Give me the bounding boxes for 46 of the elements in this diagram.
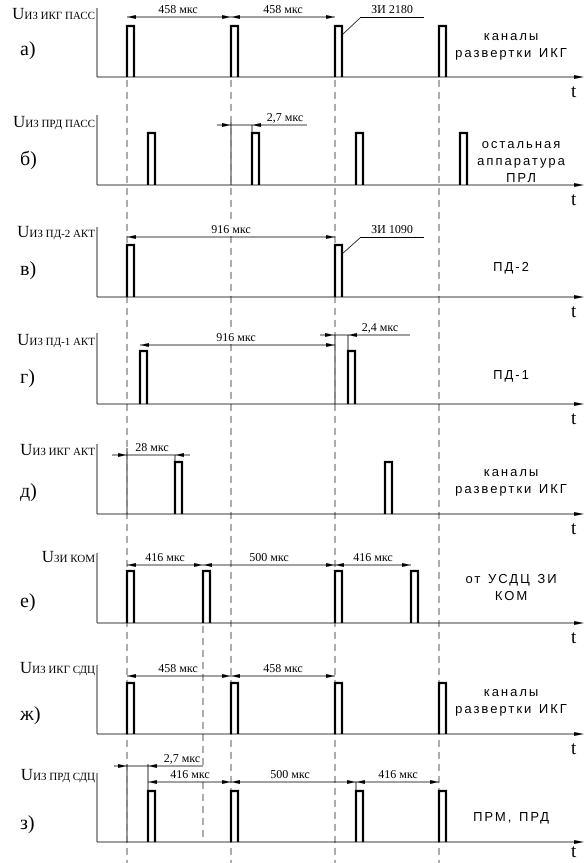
callout-label: ЗИ 1090 <box>360 222 424 238</box>
axis-label: t <box>571 519 576 538</box>
axis-label: t <box>571 842 576 861</box>
signal-description: ПРМ, ПРД <box>472 808 552 825</box>
axis-label: t <box>571 628 576 647</box>
dimension-label: 916 мкс <box>210 222 252 236</box>
row-letter: з) <box>20 812 35 834</box>
row-letter: а) <box>20 38 36 60</box>
dimension-label: 416 мкс <box>352 550 394 564</box>
callout-label: ЗИ 2180 <box>360 2 424 18</box>
signal-description: остальная аппаратура ПРЛ <box>476 135 568 186</box>
dimension-label: 458 мкс <box>157 2 199 16</box>
axis-label: t <box>571 82 576 101</box>
axis-label: t <box>571 739 576 758</box>
leader-line <box>342 18 360 36</box>
signal-description: каналы развертки ИКГ <box>454 463 570 497</box>
row-letter: г) <box>20 366 35 388</box>
axis-label: t <box>571 302 576 321</box>
signal-description: от УСДЦ ЗИ КОМ <box>464 570 560 604</box>
dimension-label: 416 мкс <box>377 767 419 781</box>
signal-description: каналы развертки ИКГ <box>454 27 570 61</box>
row-letter: в) <box>20 258 36 280</box>
dimension-label: 458 мкс <box>157 661 199 675</box>
pulse <box>334 244 344 297</box>
axis-label: t <box>571 409 576 428</box>
dimension-label: 500 мкс <box>269 767 311 781</box>
row-letter: д) <box>20 480 37 502</box>
dimension-label: 2,7 мкс <box>266 110 304 124</box>
pulse <box>334 24 344 77</box>
dimension-label: 458 мкс <box>262 2 304 16</box>
dimension-label: 416 мкс <box>169 767 211 781</box>
dimension-label: 500 мкс <box>248 550 290 564</box>
row-letter: ж) <box>20 703 40 725</box>
dimension-label: 28 мкс <box>134 440 170 454</box>
signal-description: ПД-1 <box>492 366 532 383</box>
dimension-label: 2,7 мкс <box>162 751 202 765</box>
dimension-label: 2,4 мкс <box>360 320 400 334</box>
signal-description: каналы развертки ИКГ <box>454 683 570 717</box>
dimension-label: 916 мкс <box>215 330 257 344</box>
dimension-label: 416 мкс <box>144 550 186 564</box>
dimension-label: 458 мкс <box>262 661 304 675</box>
axis-label: t <box>571 190 576 209</box>
signal-description: ПД-2 <box>492 258 532 275</box>
row-letter: е) <box>20 590 36 612</box>
leader-line <box>342 238 360 254</box>
row-letter: б) <box>20 148 37 170</box>
